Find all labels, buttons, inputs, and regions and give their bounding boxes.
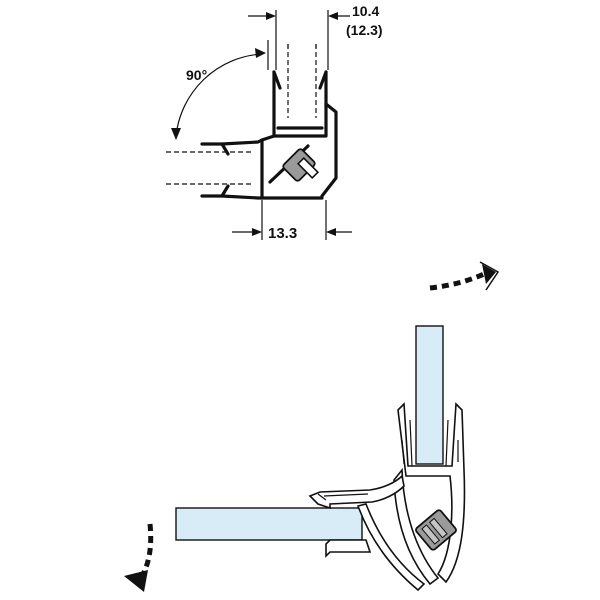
rotation-arrow-bottom-icon: [124, 523, 154, 592]
dimension-angle: 90°: [171, 48, 266, 140]
cross-section-drawing: 10.4 (12.3) 90°: [166, 3, 383, 242]
dimension-top-width: 10.4 (12.3): [248, 3, 383, 70]
seal-profile-3d: [308, 402, 466, 592]
glass-panel-vertical-outline: [287, 44, 317, 118]
glass-panel-vertical: [415, 325, 444, 465]
dimension-bottom-width-label: 13.3: [268, 225, 297, 242]
glass-panel-horizontal-outline: [166, 151, 254, 185]
installed-view-drawing: [124, 261, 500, 592]
glass-panel-horizontal: [175, 507, 363, 541]
dimension-bottom-width: 13.3: [232, 200, 352, 242]
dimension-top-width-alt-label: (12.3): [346, 22, 383, 38]
rotation-arrow-top-icon: [429, 261, 500, 291]
dimension-top-width-label: 10.4: [352, 3, 379, 19]
dimension-angle-label: 90°: [186, 67, 207, 83]
seal-profile-section: [200, 70, 338, 200]
